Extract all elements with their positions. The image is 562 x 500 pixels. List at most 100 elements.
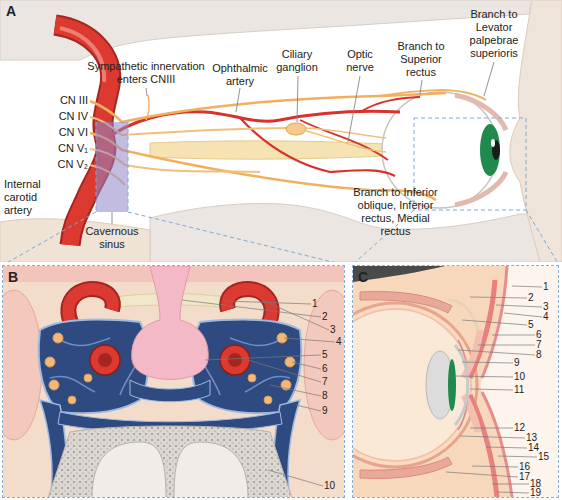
- cranial-nerve: [68, 396, 76, 404]
- iris: [448, 359, 456, 411]
- leader-line: [270, 385, 321, 396]
- pointer-line: [297, 76, 298, 122]
- leader-line: [460, 436, 525, 438]
- callout-number: 8: [536, 349, 542, 361]
- retina: [353, 309, 471, 461]
- ciliary-ganglion: [286, 123, 306, 135]
- artery-branch: [300, 120, 388, 160]
- callout-number: 4: [543, 311, 549, 323]
- pointer-line: [146, 88, 147, 96]
- structure-label: Internal carotid artery: [4, 178, 62, 217]
- inferior-rectus: [360, 457, 452, 478]
- cavernous-sinus: [96, 122, 128, 212]
- callout-number: 12: [514, 422, 525, 434]
- artery-lumen: [228, 353, 242, 367]
- nerve-label: CN VI: [26, 126, 88, 139]
- temporal-lobe: [304, 290, 344, 440]
- cranial-nerve: [281, 380, 291, 390]
- artery-lumen: [98, 353, 112, 367]
- panel-letter: B: [8, 269, 18, 285]
- pointer-line: [420, 80, 422, 94]
- artery-branch: [360, 97, 420, 112]
- levator-branch: [380, 90, 486, 100]
- leader-line: [262, 300, 329, 330]
- leader-line: [284, 338, 335, 342]
- superior-rectus: [360, 292, 452, 313]
- zoom-guide: [128, 122, 129, 212]
- callout-number: 19: [530, 487, 541, 499]
- callout-number: 5: [322, 349, 328, 361]
- leader-line: [296, 405, 321, 411]
- leader-line: [470, 389, 513, 390]
- callout-number: 5: [528, 319, 534, 331]
- leader-line: [268, 470, 323, 486]
- short-ciliary-nerves: [306, 128, 386, 138]
- artery-highlight: [60, 28, 104, 82]
- cavernous-sinus: [192, 320, 302, 413]
- abducens-nerve: [84, 374, 92, 382]
- callout-number: 2: [322, 311, 328, 323]
- callout-number: 3: [330, 324, 336, 336]
- nerve-label: CN V₂: [26, 158, 88, 171]
- structure-label: Cavernous sinus: [76, 225, 148, 251]
- leader-line: [486, 447, 527, 448]
- zoom-guide: [96, 122, 97, 212]
- temporal-lobe: [3, 290, 42, 440]
- cavernous-sinus: [39, 320, 149, 413]
- callout-number: 11: [514, 384, 524, 396]
- nerve-label: CN IV: [26, 110, 88, 123]
- leader-line: [205, 355, 321, 360]
- cranial-nerve: [53, 333, 63, 343]
- cranial-nerve: [277, 333, 287, 343]
- cranial-nerve: [45, 357, 55, 367]
- callout-number: 7: [322, 376, 328, 388]
- internal-carotid-artery: [220, 345, 250, 375]
- artery-branch: [240, 118, 395, 176]
- leader-line: [462, 320, 527, 325]
- intercavernous-sinus: [130, 380, 210, 402]
- zoom-guide: [128, 212, 345, 262]
- callout-number: 14: [528, 442, 539, 454]
- leader-line: [248, 360, 321, 382]
- cornea: [455, 345, 468, 425]
- structure-label: Ciliary ganglion: [266, 48, 328, 74]
- panel-letter: C: [358, 269, 368, 285]
- leader-line: [225, 301, 311, 304]
- structure-label: Ophthalmic artery: [204, 62, 276, 88]
- structure-label: Branch to Superior rectus: [390, 40, 452, 79]
- leader-line: [462, 362, 513, 363]
- upper-eyelid: [455, 95, 506, 130]
- callout-number: 15: [538, 451, 549, 463]
- callout-number: 8: [322, 390, 328, 402]
- cranial-nerve: [264, 396, 272, 404]
- cranial-nerve: [285, 357, 295, 367]
- callout-number: 10: [514, 371, 525, 383]
- panel-background: [0, 0, 562, 262]
- panel-letter: A: [6, 3, 16, 19]
- short-ciliary-nerves: [306, 131, 386, 152]
- sphenoid-air-cell: [92, 442, 166, 497]
- leader-line: [446, 472, 518, 477]
- callout-number: 10: [324, 480, 335, 492]
- nerve-label: CN III: [26, 94, 88, 107]
- leader-line: [492, 335, 535, 336]
- leader-line: [498, 456, 537, 457]
- structure-label: Sympathetic innervation enters CNIII: [78, 60, 214, 86]
- leader-line: [504, 313, 542, 317]
- cranial-nerve: [49, 380, 59, 390]
- pointer-line: [484, 62, 494, 96]
- zoom-guide: [526, 210, 559, 262]
- sclera: [353, 303, 477, 467]
- callout-number: 4: [336, 336, 342, 348]
- leader-line: [454, 376, 513, 377]
- pointer-line: [112, 212, 113, 224]
- zoom-guide: [3, 212, 96, 262]
- callout-number: 6: [322, 363, 328, 375]
- nerve-label: CN V₁: [26, 142, 88, 155]
- sympathetic-fibres: [146, 95, 149, 120]
- panel-background: [3, 266, 344, 497]
- sinus-trabeculae: [200, 338, 290, 395]
- pituitary-gland: [132, 266, 209, 380]
- sphenoid-bone: [48, 426, 292, 497]
- eye-highlight: [491, 139, 495, 147]
